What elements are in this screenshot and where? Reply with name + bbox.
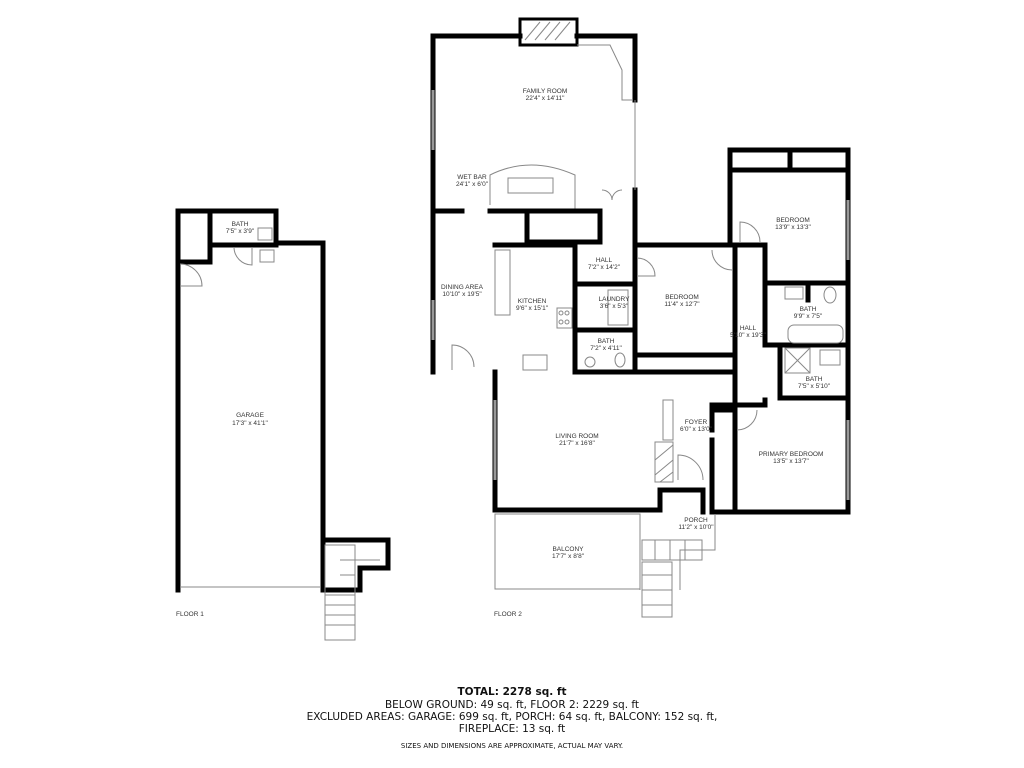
room-dims: 24'1" x 6'0" xyxy=(456,181,489,188)
room-label: BATH xyxy=(232,221,249,228)
room-dims: 7'2" x 4'11" xyxy=(590,345,622,352)
room-label: BATH xyxy=(806,376,823,383)
room-label: LIVING ROOM xyxy=(555,433,598,440)
stairs-icon xyxy=(324,544,380,641)
room-label: PORCH xyxy=(684,517,708,524)
room-dims: 9'9" x 7'5" xyxy=(794,313,823,320)
room-dims: 21'7" x 16'8" xyxy=(559,440,595,447)
room-dims: 9'6" x 15'1" xyxy=(516,305,549,312)
room-dims: 11'4" x 12'7" xyxy=(664,301,700,308)
room-dims: 6'0" x 13'0" xyxy=(680,426,713,433)
area-breakdown: BELOW GROUND: 49 sq. ft, FLOOR 2: 2229 s… xyxy=(384,699,640,711)
disclaimer: SIZES AND DIMENSIONS ARE APPROXIMATE, AC… xyxy=(400,742,624,750)
room-label: BALCONY xyxy=(552,546,584,553)
room-label: BEDROOM xyxy=(665,294,699,301)
total-area: TOTAL: 2278 sq. ft xyxy=(457,686,567,698)
room-dims: 13'5" x 13'7" xyxy=(773,458,809,465)
room-label: GARAGE xyxy=(236,412,264,419)
room-label: PRIMARY BEDROOM xyxy=(759,451,824,458)
shower-icon xyxy=(784,347,811,374)
room-dims: 11'2" x 10'0" xyxy=(678,524,714,531)
room-label: HALL xyxy=(740,325,757,332)
room-dims: 10'10" x 19'5" xyxy=(442,291,482,298)
room-label: DINING AREA xyxy=(441,284,484,291)
room-label: BATH xyxy=(800,306,817,313)
room-label: FOYER xyxy=(685,419,708,426)
floor-1-plan: BATH 7'5" x 3'9" GARAGE 17'3" x 41'1" FL… xyxy=(175,208,391,641)
room-dims: 5'10" x 19'3" xyxy=(730,332,766,339)
room-label: FAMILY ROOM xyxy=(523,88,568,95)
room-dims: 13'9" x 13'3" xyxy=(775,224,811,231)
fireplace-icon xyxy=(654,399,674,483)
room-label: BATH xyxy=(598,338,615,345)
room-dims: 7'5" x 5'10" xyxy=(798,383,831,390)
floor-1-label: FLOOR 1 xyxy=(176,611,204,618)
room-label: HALL xyxy=(596,257,613,264)
room-dims: 3'6" x 5'3" xyxy=(600,303,629,310)
floor-2-label: FLOOR 2 xyxy=(494,611,522,618)
floor-2-plan: BALCONY FAMILY ROOM 22'4" x 14'11" WET B… xyxy=(430,17,851,618)
room-dims: 7'2" x 14'2" xyxy=(588,264,621,271)
room-dims: 22'4" x 14'11" xyxy=(526,95,565,102)
room-dims: 17'7" x 8'8" xyxy=(552,553,585,560)
excluded-areas-cont: FIREPLACE: 13 sq. ft xyxy=(458,723,566,735)
room-label: WET BAR xyxy=(457,174,487,181)
room-dims: 7'5" x 3'9" xyxy=(226,228,255,235)
room-label: BEDROOM xyxy=(776,217,810,224)
room-label: KITCHEN xyxy=(518,298,547,305)
stairs-icon xyxy=(641,539,703,618)
room-label: LAUNDRY xyxy=(599,296,631,303)
room-dims: 17'3" x 41'1" xyxy=(232,420,268,427)
excluded-areas: EXCLUDED AREAS: GARAGE: 699 sq. ft, PORC… xyxy=(306,711,718,723)
